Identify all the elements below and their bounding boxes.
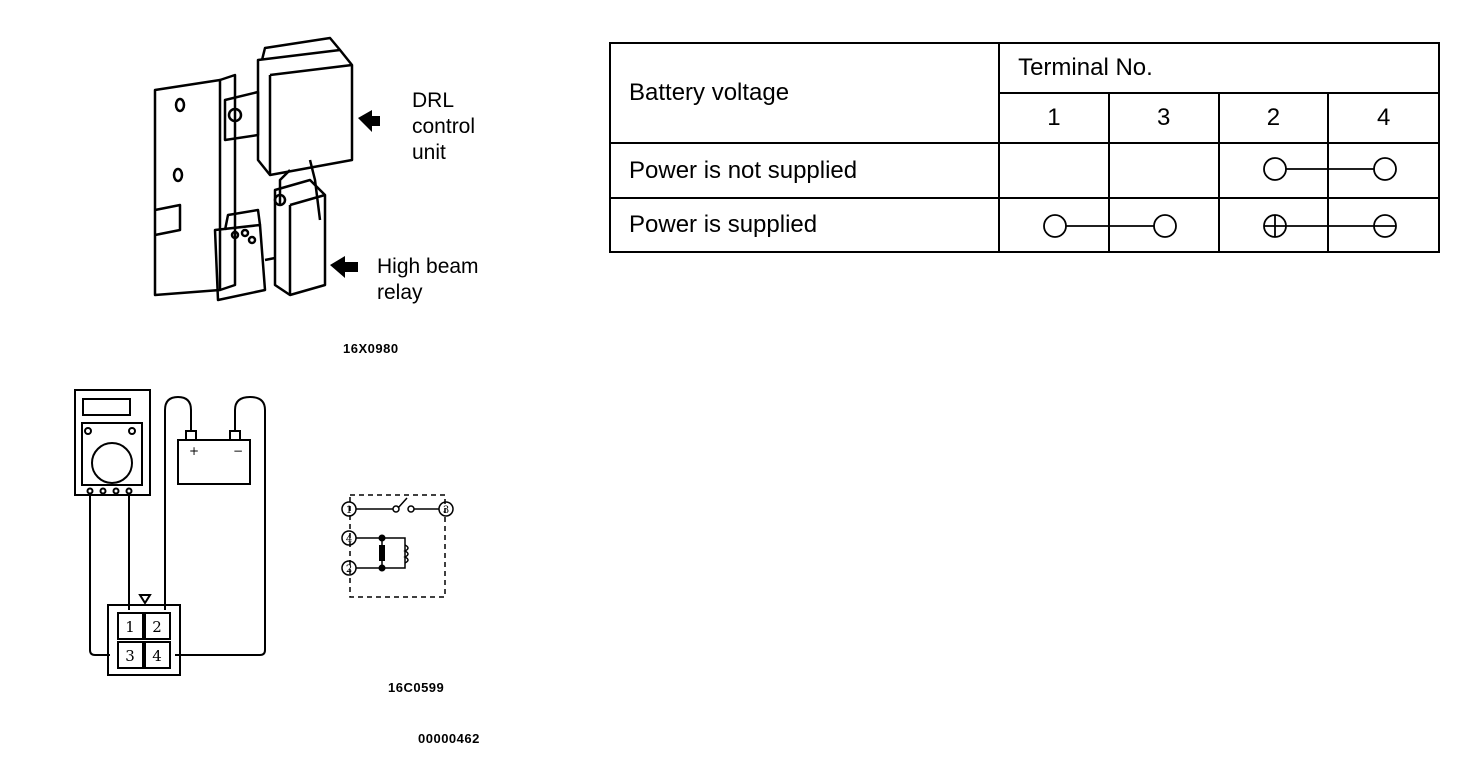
relay-schematic: 1 4 2 3 [341,494,454,598]
terminal-circle [1153,214,1177,238]
figure-code-top: 16X0980 [343,341,399,356]
relay-connector [107,594,181,676]
svg-text:4: 4 [346,534,352,545]
continuity-marks [1043,157,1397,238]
terminal-circle [1263,157,1287,181]
row-label-supplied: Power is supplied [608,197,1001,253]
component-location-illustration [153,36,380,302]
drl-control-unit-label: DRL control unit [412,89,476,164]
high-beam-relay [213,169,327,302]
svg-text:1: 1 [346,505,352,516]
figure-code-circuit: 16C0599 [388,680,445,695]
mounting-bracket [153,78,222,297]
terminal-header-2: 2 [1217,92,1330,144]
footer-code: 00000462 [418,731,480,746]
svg-text:3: 3 [125,647,135,665]
battery-minus: − [233,444,243,458]
terminal-header-3: 3 [1107,92,1220,144]
battery-plus: + [189,444,199,458]
svg-text:3: 3 [443,505,449,516]
terminal-circle [1373,157,1397,181]
arrow-icon [358,110,380,132]
terminal-circle [1043,214,1067,238]
terminal-header-1: 1 [998,92,1110,144]
svg-text:2: 2 [152,618,162,636]
arrow-icon [330,256,358,278]
table-row: Power is not supplied [608,142,1440,199]
high-beam-relay-label: High beam relay [377,255,479,304]
terminal-no-header: Terminal No. [998,42,1440,94]
battery-voltage-header: Battery voltage [608,42,1001,144]
row-label-not-supplied: Power is not supplied [608,142,1001,199]
relay-test-circuit: + − 1 2 3 4 [74,389,266,676]
svg-text:1: 1 [125,618,135,636]
multimeter [74,389,151,496]
drl-control-unit [223,36,354,177]
svg-text:2: 2 [346,564,352,575]
svg-text:4: 4 [152,647,162,665]
terminal-header-4: 4 [1327,92,1440,144]
